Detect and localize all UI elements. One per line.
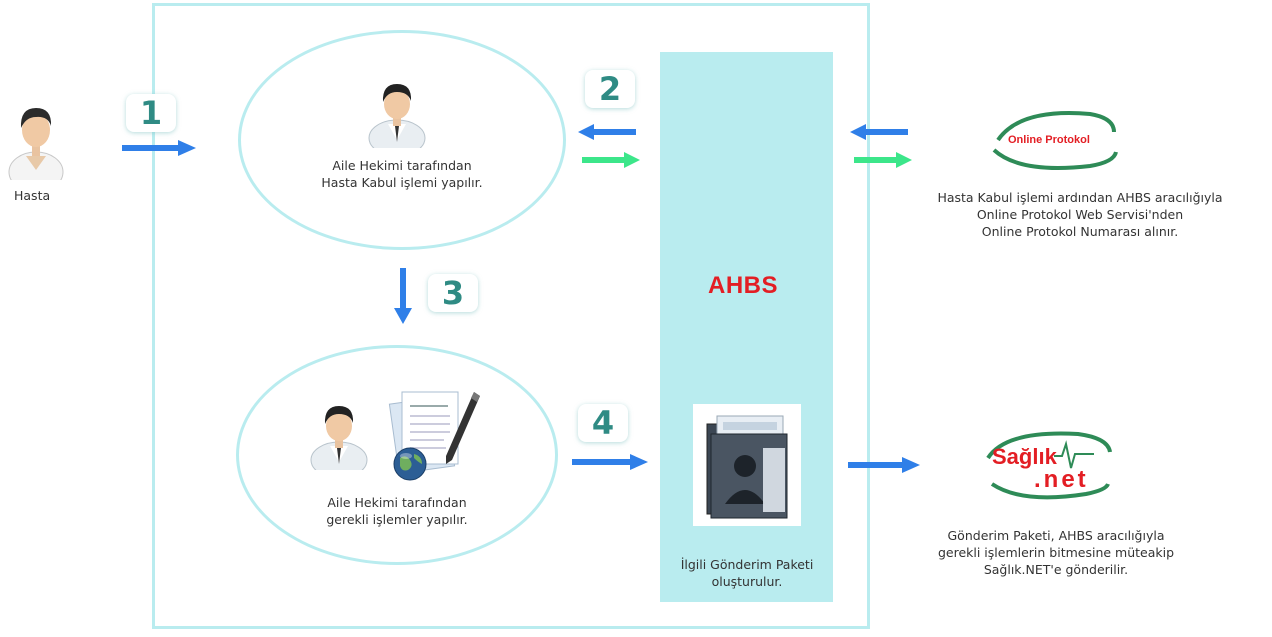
arrow-left-step2 [578, 124, 636, 144]
saglik-net-logo: Sağlık .net [982, 428, 1114, 504]
step1-text-line2: Hasta Kabul işlemi yapılır. [321, 175, 483, 190]
saglik-net-desc-line1: Gönderim Paketi, AHBS aracılığıyla [947, 528, 1165, 543]
step2-text-line2: gerekli işlemler yapılır. [326, 512, 468, 527]
online-protokol-desc-line1: Hasta Kabul işlemi ardından AHBS aracılı… [937, 190, 1223, 205]
step-badge-3: 3 [428, 274, 478, 312]
arrow-right-online-protokol [854, 152, 912, 172]
document-pen-icon [386, 386, 486, 482]
arrow-right-step4 [572, 453, 648, 475]
step-badge-1: 1 [126, 94, 176, 132]
online-protokol-logo-text: Online Protokol [1008, 134, 1090, 146]
online-protokol-logo: Online Protokol [990, 106, 1120, 176]
step-badge-4: 4 [578, 404, 628, 442]
saglik-net-logo-top: Sağlık [992, 444, 1057, 469]
ahbs-package-line2: oluşturulur. [711, 574, 783, 589]
doctor-icon [310, 400, 368, 470]
ahbs-package-line1: İlgili Gönderim Paketi [680, 557, 814, 572]
online-protokol-desc-line3: Online Protokol Numarası alınır. [981, 224, 1179, 239]
doctor-icon [368, 80, 426, 148]
ahbs-label: AHBS [708, 272, 779, 299]
saglik-net-desc-line3: Sağlık.NET'e gönderilir. [983, 562, 1129, 577]
arrow-down-step3 [394, 268, 412, 328]
arrow-right-step1 [122, 139, 196, 161]
arrow-left-online-protokol [850, 124, 908, 144]
step-badge-2: 2 [585, 70, 635, 108]
folder-person-icon [693, 404, 801, 526]
step2-text-line1: Aile Hekimi tarafından [327, 495, 467, 510]
patient-icon [8, 100, 64, 180]
arrow-right-step2 [582, 152, 640, 172]
step1-text-line1: Aile Hekimi tarafından [332, 158, 472, 173]
globe-icon [392, 446, 428, 482]
online-protokol-desc-line2: Online Protokol Web Servisi'nden [976, 207, 1184, 222]
arrow-right-saglik-net [848, 456, 920, 478]
system-frame [152, 3, 870, 629]
patient-label: Hasta [14, 188, 51, 203]
saglik-net-desc-line2: gerekli işlemlerin bitmesine müteakip [937, 545, 1175, 560]
saglik-net-logo-bottom: .net [1034, 466, 1089, 493]
step-ellipse-reception [238, 30, 566, 250]
